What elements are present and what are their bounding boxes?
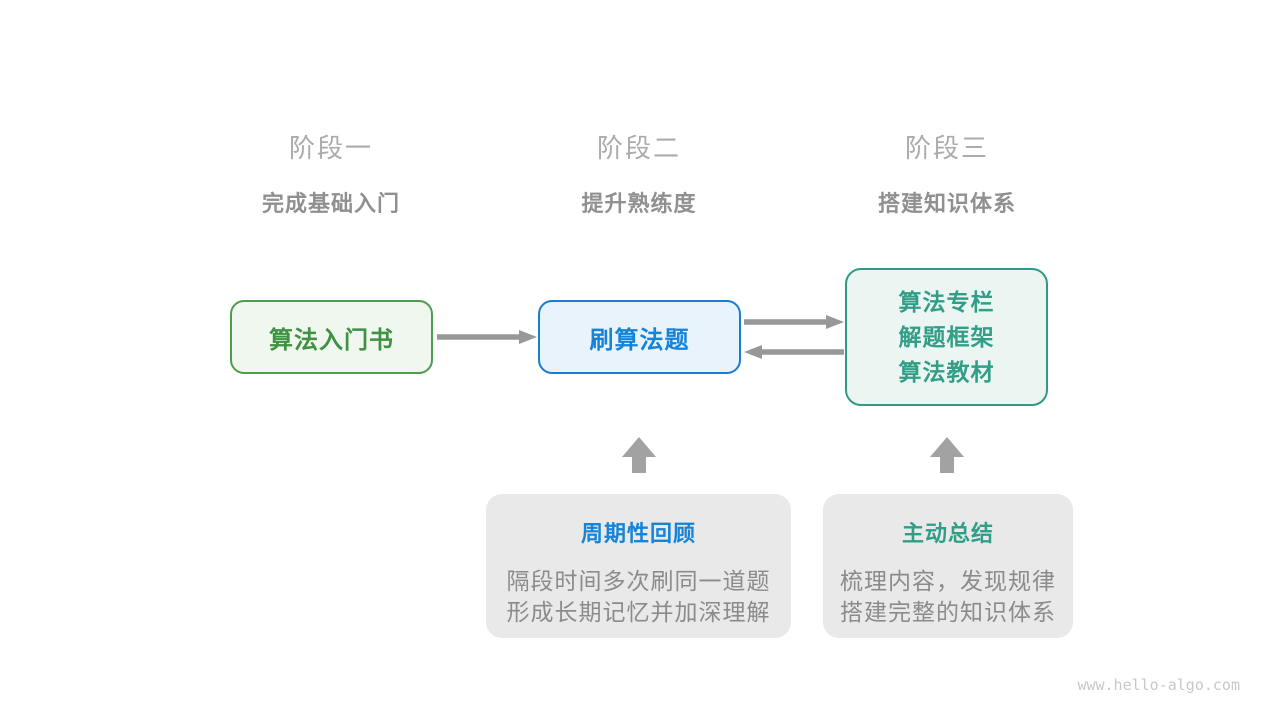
arrow-right-icon xyxy=(744,315,844,329)
node-practice-problems: 刷算法题 xyxy=(538,300,741,374)
node-resources-line-1: 算法专栏 xyxy=(898,288,995,315)
watermark: www.hello-algo.com xyxy=(1077,676,1240,694)
arrow-right-icon xyxy=(437,330,537,344)
callout-active-summary-line-1: 梳理内容，发现规律 xyxy=(840,568,1056,594)
callout-active-summary-body: 梳理内容，发现规律 搭建完整的知识体系 xyxy=(840,566,1056,628)
callout-active-summary-line-2: 搭建完整的知识体系 xyxy=(840,599,1056,625)
callout-periodic-review-title: 周期性回顾 xyxy=(580,521,696,546)
callout-periodic-review: 周期性回顾 隔段时间多次刷同一道题 形成长期记忆并加深理解 xyxy=(486,494,791,638)
stage-1-header: 阶段一 完成基础入门 xyxy=(181,128,481,218)
arrow-up-icon xyxy=(621,437,657,473)
stage-3-subtitle: 搭建知识体系 xyxy=(877,191,1016,216)
callout-periodic-review-line-2: 形成长期记忆并加深理解 xyxy=(506,599,771,625)
node-practice-problems-label: 刷算法题 xyxy=(589,326,690,354)
node-intro-book-label: 算法入门书 xyxy=(269,326,394,354)
node-intro-book: 算法入门书 xyxy=(230,300,433,374)
callout-active-summary-title: 主动总结 xyxy=(901,521,994,546)
stage-2-subtitle: 提升熟练度 xyxy=(581,191,697,216)
stage-2-header: 阶段二 提升熟练度 xyxy=(489,128,789,218)
node-resources-line-3: 算法教材 xyxy=(898,358,995,385)
callout-periodic-review-body: 隔段时间多次刷同一道题 形成长期记忆并加深理解 xyxy=(507,566,771,628)
arrow-up-icon xyxy=(929,437,965,473)
node-knowledge-resources: 算法专栏 解题框架 算法教材 xyxy=(845,268,1048,406)
callout-periodic-review-line-1: 隔段时间多次刷同一道题 xyxy=(506,568,771,594)
arrow-left-icon xyxy=(744,345,844,359)
stage-3-title: 阶段三 xyxy=(904,133,989,163)
callout-active-summary: 主动总结 梳理内容，发现规律 搭建完整的知识体系 xyxy=(823,494,1073,638)
node-resources-line-2: 解题框架 xyxy=(898,323,995,350)
stage-1-subtitle: 完成基础入门 xyxy=(261,191,400,216)
stage-1-title: 阶段一 xyxy=(288,133,373,163)
stage-3-header: 阶段三 搭建知识体系 xyxy=(797,128,1097,218)
stage-2-title: 阶段二 xyxy=(596,133,681,163)
